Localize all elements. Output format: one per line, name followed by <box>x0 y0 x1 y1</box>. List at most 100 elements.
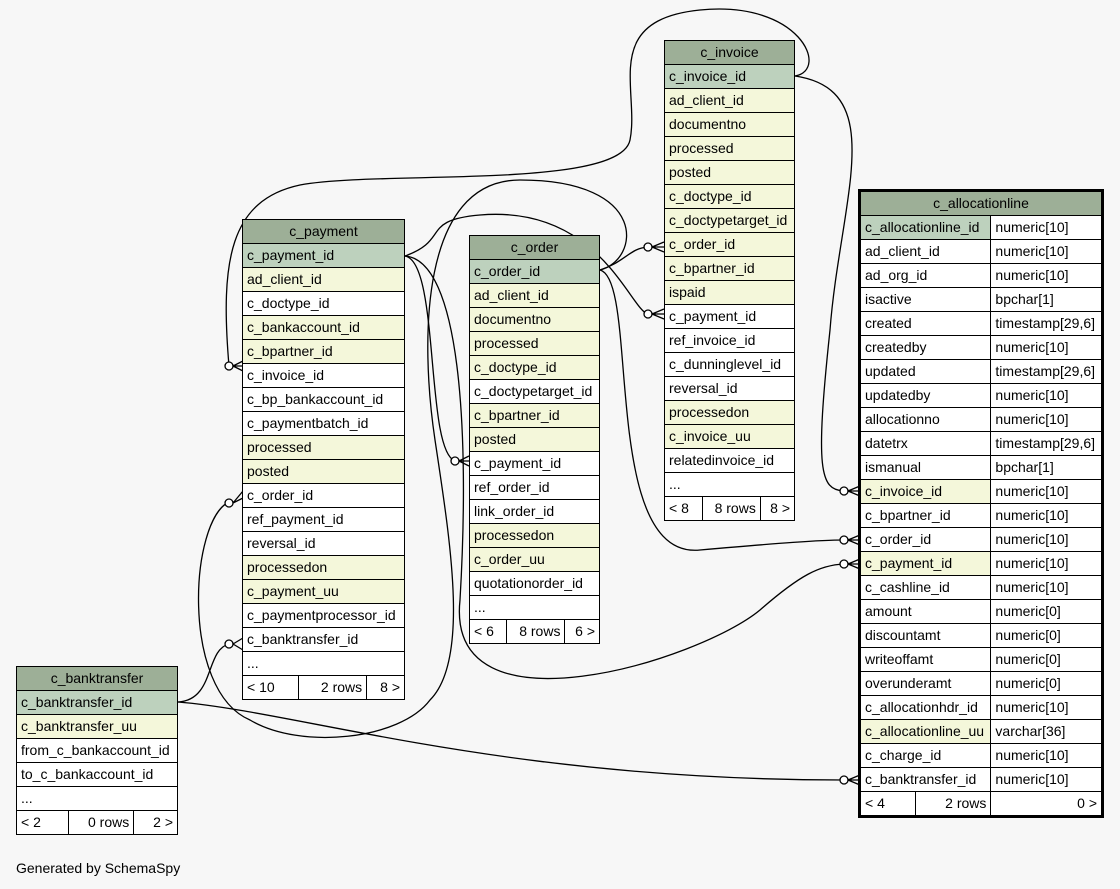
column-row[interactable]: c_payment_id <box>469 451 600 476</box>
column-row[interactable]: c_paymentbatch_id <box>242 411 405 436</box>
children-link[interactable]: 8 > <box>759 496 796 521</box>
column-row[interactable]: c_doctypetarget_id <box>469 379 600 404</box>
column-row[interactable]: ispaid <box>664 280 795 305</box>
column-row[interactable]: reversal_id <box>664 376 795 401</box>
column-row[interactable]: c_doctype_id <box>469 355 600 380</box>
column-row[interactable]: ... <box>242 651 405 676</box>
column-row[interactable]: relatedinvoice_id <box>664 448 795 473</box>
column-row[interactable]: c_banktransfer_id <box>16 690 178 715</box>
column-row[interactable]: documentno <box>664 112 795 137</box>
parents-link[interactable]: < 8 <box>664 496 703 521</box>
column-row[interactable]: ref_invoice_id <box>664 328 795 353</box>
column-row[interactable]: c_invoice_uu <box>664 424 795 449</box>
column-row[interactable]: c_payment_id <box>242 243 405 268</box>
column-row[interactable]: c_order_uu <box>469 547 600 572</box>
table-title[interactable]: c_order <box>469 235 600 260</box>
column-row[interactable]: c_bpartner_id <box>664 256 795 281</box>
children-link[interactable]: 8 > <box>366 675 405 700</box>
children-link[interactable]: 6 > <box>564 619 600 644</box>
column-row[interactable]: c_invoice_id <box>242 363 405 388</box>
column-row[interactable]: c_order_id <box>664 232 795 257</box>
column-row[interactable]: posted <box>469 427 600 452</box>
column-row[interactable]: processed <box>242 435 405 460</box>
column-row[interactable]: c_banktransfer_id <box>242 627 405 652</box>
parents-link[interactable]: < 10 <box>242 675 299 700</box>
column-row[interactable]: processedon <box>664 400 795 425</box>
column-row[interactable]: c_payment_uu <box>242 579 405 604</box>
column-row[interactable]: c_order_id <box>242 483 405 508</box>
parents-link[interactable]: < 6 <box>469 619 507 644</box>
parents-link[interactable]: < 4 <box>861 792 916 815</box>
column-row[interactable]: c_bpartner_id <box>242 339 405 364</box>
column-row[interactable]: ... <box>664 472 795 497</box>
children-link[interactable]: 0 > <box>990 791 1102 816</box>
column-row[interactable]: quotationorder_id <box>469 571 600 596</box>
column-row[interactable]: from_c_bankaccount_id <box>16 738 178 763</box>
column-row[interactable]: ad_client_id <box>242 267 405 292</box>
column-row[interactable]: ... <box>16 786 178 811</box>
column-row[interactable]: ... <box>469 595 600 620</box>
column-row[interactable]: c_dunninglevel_id <box>664 352 795 377</box>
column-row[interactable]: c_bp_bankaccount_id <box>242 387 405 412</box>
table-title[interactable]: c_banktransfer <box>16 666 178 691</box>
column-row[interactable]: link_order_id <box>469 499 600 524</box>
column-row[interactable]: ad_client_id <box>469 283 600 308</box>
column-row[interactable]: posted <box>242 459 405 484</box>
column-row[interactable]: ad_client_id <box>664 88 795 113</box>
table-title[interactable]: c_invoice <box>664 40 795 65</box>
column-row[interactable]: ref_payment_id <box>242 507 405 532</box>
column-row[interactable]: processed <box>664 136 795 161</box>
column-row[interactable]: c_doctype_id <box>242 291 405 316</box>
column-row[interactable]: c_order_id <box>469 259 600 284</box>
column-row[interactable]: ref_order_id <box>469 475 600 500</box>
column-row[interactable]: c_banktransfer_uu <box>16 714 178 739</box>
column-row[interactable]: c_bpartner_id <box>469 403 600 428</box>
table-title[interactable]: c_payment <box>242 219 405 244</box>
children-link[interactable]: 2 > <box>133 810 178 835</box>
column-row[interactable]: c_bankaccount_id <box>242 315 405 340</box>
column-row[interactable]: c_doctype_id <box>664 184 795 209</box>
column-row[interactable]: c_doctypetarget_id <box>664 208 795 233</box>
column-row[interactable]: processed <box>469 331 600 356</box>
parents-link[interactable]: < 2 <box>16 810 69 835</box>
column-row[interactable]: c_invoice_id <box>664 64 795 89</box>
column-row[interactable]: reversal_id <box>242 531 405 556</box>
column-row[interactable]: c_payment_id <box>664 304 795 329</box>
column-row[interactable]: to_c_bankaccount_id <box>16 762 178 787</box>
table-title[interactable]: c_allocationline <box>860 191 1102 216</box>
column-row[interactable]: processedon <box>242 555 405 580</box>
column-row[interactable]: documentno <box>469 307 600 332</box>
column-row[interactable]: c_paymentprocessor_id <box>242 603 405 628</box>
column-row[interactable]: posted <box>664 160 795 185</box>
column-row[interactable]: processedon <box>469 523 600 548</box>
